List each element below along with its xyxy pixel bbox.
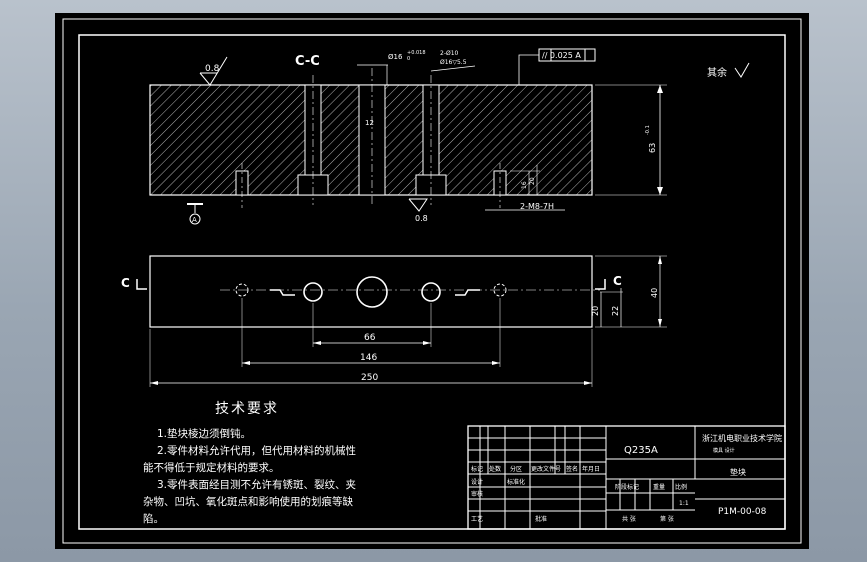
tb-label-1: 处数 [489, 465, 501, 473]
scale: 1:1 [679, 500, 689, 507]
dim-250: 250 [361, 373, 378, 383]
tb-label-11: 阶段标记 [615, 483, 639, 491]
hole-tol-low: 0 [407, 56, 410, 62]
section-view [149, 68, 593, 208]
cad-drawing: C-C 0.8 Ø16 +0.018 0 2-Ø10 Ø16▽5.5 // 0.… [62, 18, 802, 544]
section-label: C-C [295, 54, 320, 69]
roughness-top-icon [199, 56, 228, 86]
section-mark-left: C [121, 276, 130, 290]
tb-label-6: 设计 [471, 478, 483, 486]
center-hole [356, 276, 388, 308]
thread-depth-2: 20 [529, 177, 536, 185]
dim-20: 20 [591, 306, 600, 316]
remainder-roughness-icon [734, 62, 750, 78]
drawing-sheet: C-C 0.8 Ø16 +0.018 0 2-Ø10 Ø16▽5.5 // 0.… [55, 13, 809, 549]
parallelism-text: // 0.025 A [542, 51, 581, 60]
tech-line-2: 能不得低于规定材料的要求。 [143, 462, 280, 474]
height-tol: -0.1 [645, 125, 651, 135]
section-mark-right: C [613, 274, 622, 288]
tb-label-9: 工艺 [471, 515, 483, 523]
tb-label-7: 标准化 [507, 478, 525, 486]
counterbore-callout: 2-Ø10 [440, 50, 459, 57]
tb-label-12: 重量 [653, 483, 665, 491]
datum-circle [189, 213, 201, 225]
top-view [149, 255, 600, 328]
tb-label-13: 比例 [675, 483, 687, 491]
thread-depth-1: 16 [521, 181, 528, 189]
part-name: 垫块 [730, 467, 746, 477]
counterbore-callout-2: Ø16▽5.5 [440, 59, 467, 66]
school-sub: 模具 设计 [713, 447, 735, 454]
dim-146: 146 [360, 353, 377, 363]
tb-label-2: 分区 [510, 465, 522, 473]
dim-22: 22 [611, 306, 620, 316]
dim-66: 66 [364, 333, 376, 343]
tb-label-3: 更改文件号 [531, 465, 561, 473]
hole-tol: +0.018 [407, 50, 426, 56]
tb-label-5: 年月日 [582, 465, 600, 473]
tb-label-14: 共 张 [622, 515, 636, 523]
roughness-bottom-icon [408, 198, 428, 212]
dim-40: 40 [650, 288, 659, 298]
angle-note: 12 [365, 119, 374, 127]
tb-label-15: 第 张 [660, 515, 674, 523]
tb-label-8: 审核 [471, 490, 483, 498]
tb-label-10: 批准 [535, 515, 547, 523]
tech-requirements: 1.垫块棱边须倒钝。 2.零件材料允许代用，但代用材料的机械性 能不得低于规定材… [143, 426, 433, 528]
drawing-number: P1M-00-08 [718, 507, 767, 517]
hole-dia: Ø16 [388, 53, 403, 61]
roughness-bottom: 0.8 [415, 214, 428, 223]
tb-label-0: 标记 [471, 465, 483, 473]
thread-callout: 2-M8-7H [520, 202, 554, 211]
title-block [467, 425, 786, 530]
tech-line-1: 2.零件材料允许代用，但代用材料的机械性 [157, 445, 357, 457]
remainder-label: 其余 [707, 66, 727, 79]
tech-line-3: 3.零件表面经目测不允许有锈斑、裂纹、夹 [157, 479, 357, 491]
bolt-hole-left [303, 282, 323, 302]
bolt-hole-right [421, 282, 441, 302]
height-dim: 63 [648, 143, 657, 153]
thread-hole-right [493, 283, 507, 297]
tech-line-5: 陷。 [143, 513, 164, 525]
thread-hole-left [235, 283, 249, 297]
school-name: 浙江机电职业技术学院 [702, 433, 782, 443]
outer-border [62, 18, 802, 544]
tech-line-0: 1.垫块棱边须倒钝。 [157, 428, 252, 440]
material: Q235A [624, 445, 658, 456]
tech-line-4: 杂物、凹坑、氧化斑点和影响使用的划痕等缺 [143, 496, 353, 508]
tb-label-4: 签名 [566, 465, 578, 473]
roughness-top: 0.8 [205, 64, 220, 74]
top-view-body [149, 255, 593, 328]
datum-label: A [192, 216, 197, 224]
inner-frame [78, 34, 786, 530]
tech-title: 技术要求 [215, 401, 279, 417]
